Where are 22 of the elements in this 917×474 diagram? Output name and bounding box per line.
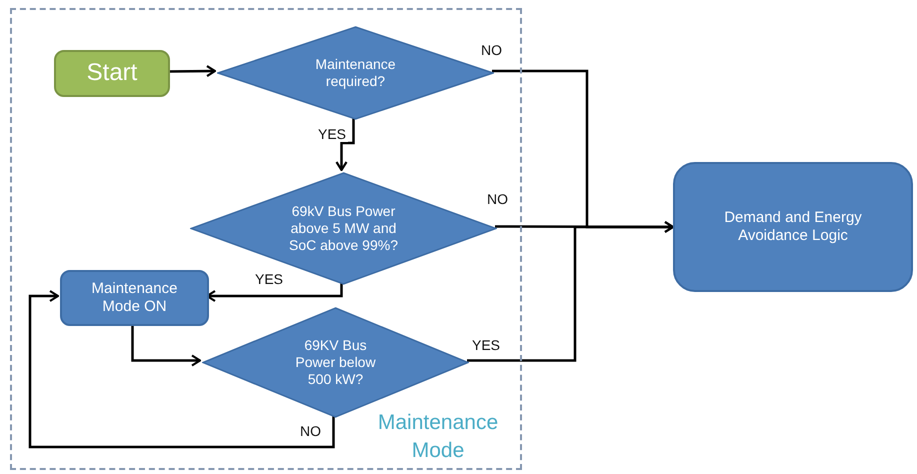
start-terminal [54, 50, 170, 97]
edge-label: NO [485, 192, 510, 208]
arrow [335, 118, 355, 172]
arrow [467, 220, 674, 362]
decision-text: 69KV Bus Power below 500 kW? [294, 336, 377, 389]
arrow [28, 290, 335, 448]
group-label: Maintenance Mode [376, 410, 500, 464]
process-label: Demand and Energy Avoidance Logic [723, 208, 863, 246]
decision-text: Maintenance required? [314, 55, 397, 91]
process-box [673, 162, 913, 292]
edge-label: YES [470, 338, 502, 354]
start-label: Start [86, 58, 138, 88]
process-box [60, 270, 209, 326]
group-boundary [10, 8, 522, 470]
edge-label: NO [479, 43, 504, 58]
arrow [168, 64, 216, 78]
arrow [131, 324, 202, 367]
decision-text: 69kV Bus Power above 5 MW and SoC above 99%? [288, 202, 399, 255]
process-label: Maintenance Mode ON [90, 279, 178, 317]
edge-label: YES [316, 127, 348, 142]
edge-label: NO [298, 424, 323, 440]
edge-label: YES [253, 272, 286, 288]
